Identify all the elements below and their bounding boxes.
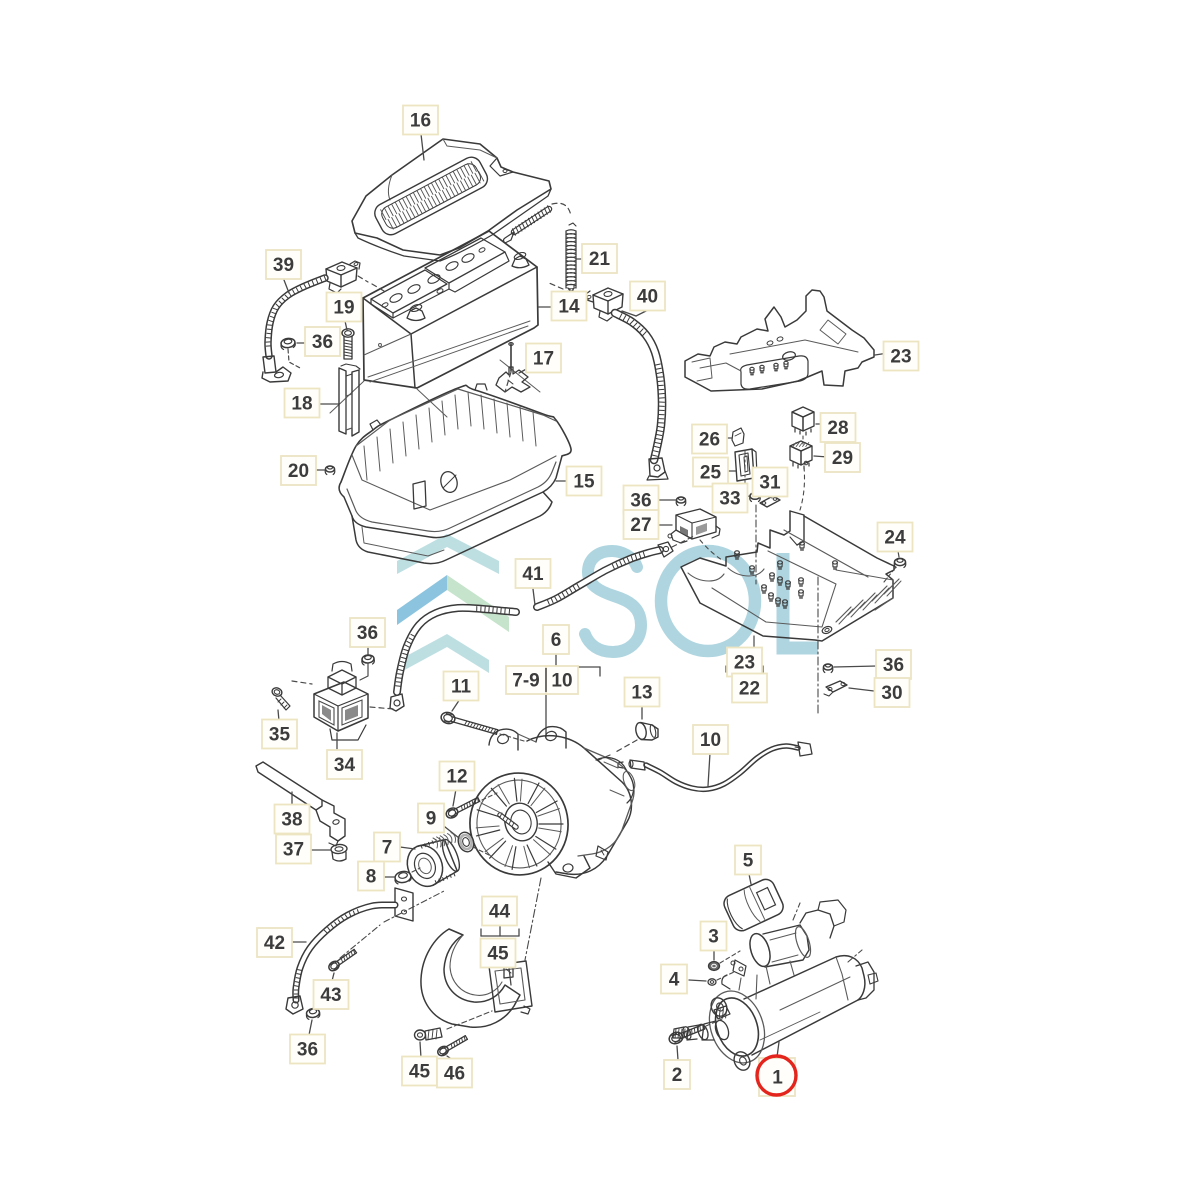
svg-text:23: 23 (890, 347, 911, 368)
svg-text:45: 45 (487, 944, 509, 965)
svg-text:25: 25 (700, 463, 722, 484)
svg-text:14: 14 (558, 297, 580, 318)
svg-text:24: 24 (884, 528, 906, 549)
svg-text:41: 41 (522, 564, 544, 585)
svg-text:31: 31 (759, 473, 781, 494)
svg-text:10: 10 (700, 730, 721, 751)
svg-text:15: 15 (573, 472, 595, 493)
svg-text:26: 26 (699, 430, 720, 451)
svg-text:20: 20 (288, 461, 309, 482)
svg-text:45: 45 (409, 1062, 431, 1083)
svg-text:12: 12 (446, 767, 467, 788)
svg-text:39: 39 (273, 255, 294, 276)
svg-text:40: 40 (637, 287, 658, 308)
svg-text:8: 8 (366, 867, 377, 888)
svg-text:33: 33 (719, 489, 740, 510)
svg-text:30: 30 (881, 683, 902, 704)
svg-text:10: 10 (551, 671, 572, 692)
svg-text:43: 43 (320, 985, 341, 1006)
svg-text:34: 34 (334, 755, 356, 776)
svg-text:38: 38 (281, 810, 302, 831)
svg-text:36: 36 (297, 1040, 318, 1061)
svg-text:35: 35 (269, 725, 291, 746)
svg-text:1: 1 (772, 1068, 783, 1089)
svg-text:19: 19 (333, 298, 354, 319)
svg-text:29: 29 (832, 448, 853, 469)
svg-text:9: 9 (426, 809, 437, 830)
svg-text:37: 37 (283, 840, 304, 861)
svg-text:2: 2 (672, 1065, 683, 1086)
svg-text:22: 22 (739, 679, 760, 700)
svg-text:46: 46 (444, 1064, 465, 1085)
svg-text:11: 11 (451, 677, 472, 698)
svg-text:42: 42 (264, 933, 285, 954)
svg-text:6: 6 (551, 630, 562, 651)
svg-text:5: 5 (743, 851, 754, 872)
svg-text:4: 4 (669, 970, 680, 991)
svg-text:23: 23 (734, 653, 755, 674)
svg-text:18: 18 (291, 394, 312, 415)
svg-text:7-9: 7-9 (512, 671, 539, 692)
svg-text:36: 36 (312, 332, 333, 353)
svg-text:36: 36 (357, 623, 378, 644)
svg-text:17: 17 (533, 349, 554, 370)
svg-text:28: 28 (827, 418, 848, 439)
svg-text:21: 21 (589, 249, 611, 270)
svg-text:44: 44 (489, 902, 511, 923)
svg-text:7: 7 (382, 838, 393, 859)
svg-text:27: 27 (630, 515, 651, 536)
svg-text:36: 36 (630, 491, 651, 512)
svg-text:13: 13 (631, 683, 652, 704)
svg-text:3: 3 (708, 927, 719, 948)
svg-text:36: 36 (883, 655, 904, 676)
svg-text:16: 16 (410, 111, 431, 132)
